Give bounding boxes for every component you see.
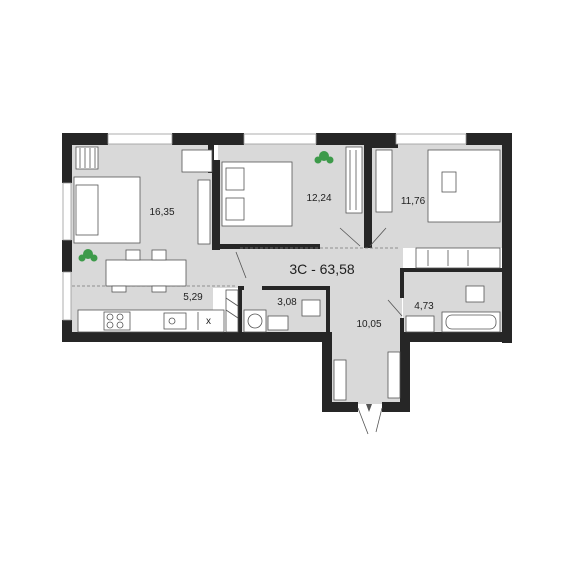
plant-icon	[314, 151, 334, 164]
stove-icon	[103, 311, 131, 331]
bedroom2-furniture	[375, 149, 501, 269]
sink-icon	[405, 315, 435, 333]
wardrobe-bedroom2	[375, 149, 393, 213]
doors	[235, 227, 403, 435]
window-bedroom2-top	[395, 133, 467, 145]
door-entrance	[357, 407, 369, 435]
walls	[62, 133, 512, 412]
room-area-bedroom: 12,24	[306, 193, 331, 204]
door-living	[235, 251, 247, 279]
labels: 3С - 63,58 16,35 12,24 11,76 5,29 3,08 1…	[149, 193, 434, 330]
dining-table	[105, 259, 187, 287]
dresser	[415, 247, 501, 269]
entrance-arrow-icon	[366, 404, 372, 412]
bedroom-furniture	[221, 146, 363, 227]
room-area-living: 16,35	[149, 207, 174, 218]
toilet-icon	[465, 285, 485, 303]
door-wc	[387, 299, 403, 317]
sink-icon	[267, 315, 289, 331]
plant-icon	[78, 249, 98, 262]
hall-shelf	[387, 351, 401, 399]
sofa	[73, 176, 141, 244]
windows	[62, 133, 467, 321]
wc-fixtures	[405, 285, 501, 333]
room-area-bedroom2: 11,76	[401, 196, 426, 207]
kitchen-furniture: x	[77, 289, 239, 333]
window-bedroom-top	[243, 133, 317, 145]
floor-center	[213, 248, 403, 288]
kitchen-counter	[77, 309, 225, 333]
wardrobe-bedroom	[345, 146, 363, 214]
washing-machine-icon	[243, 309, 267, 333]
plan-title: 3С - 63,58	[289, 261, 355, 277]
window-kitchen-left	[62, 271, 72, 321]
desk	[181, 149, 213, 173]
living-furniture	[73, 146, 213, 293]
hall-furniture	[333, 351, 401, 401]
window-living-left	[62, 182, 72, 241]
room-area-hall: 10,05	[356, 319, 381, 330]
cabinet	[225, 289, 239, 333]
bathtub-icon	[441, 311, 501, 333]
bed-2	[427, 149, 501, 223]
door-bedroom2	[369, 227, 387, 247]
room-area-bathroom: 3,08	[277, 297, 297, 308]
sink-icon	[163, 312, 187, 330]
toilet-icon	[301, 299, 321, 317]
appliance-label: x	[206, 316, 211, 327]
hall-wardrobe	[333, 359, 347, 401]
window-living-top	[107, 133, 173, 145]
door-bedroom	[339, 227, 361, 247]
wardrobe-living	[197, 179, 211, 245]
room-area-kitchen: 5,29	[183, 292, 203, 303]
shelf	[75, 146, 99, 170]
room-area-wc: 4,73	[414, 301, 434, 312]
bathroom-fixtures	[243, 299, 321, 333]
